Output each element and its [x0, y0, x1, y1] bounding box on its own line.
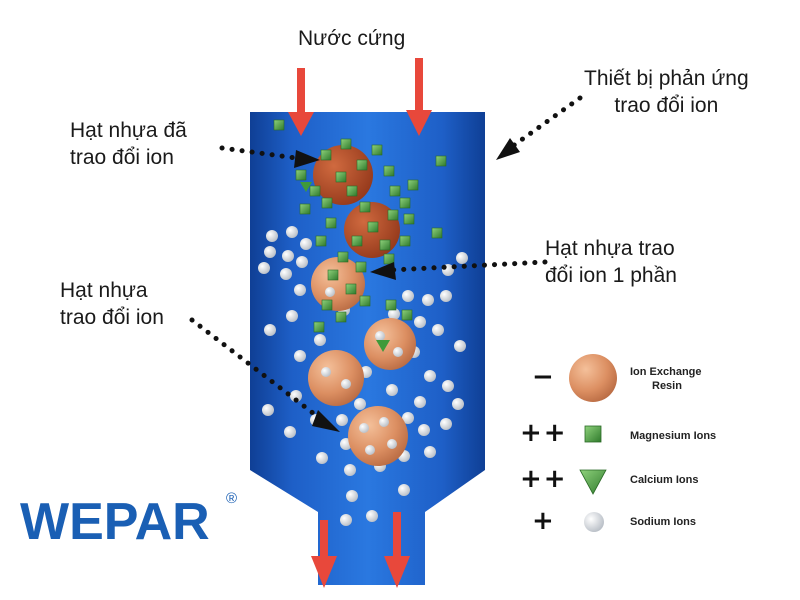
outlet-arrow-left — [311, 520, 337, 588]
exchanged-resin-label-line2: trao đổi ion — [70, 145, 174, 169]
resin-bead-partial — [311, 257, 365, 311]
resin-bead — [348, 406, 408, 466]
magnesium-ion-icon — [584, 425, 602, 443]
partial-resin-label-line2: đổi ion 1 phần — [545, 263, 677, 287]
device-label-line1: Thiết bị phản ứng — [584, 67, 749, 90]
partial-resin-label-line1: Hạt nhựa trao — [545, 237, 675, 260]
legend-sign-resin: − — [532, 362, 556, 392]
exchanged-resin-label-line1: Hạt nhựa đã — [70, 119, 187, 142]
pointer-arrowheads — [294, 138, 520, 432]
legend-sign-sodium: + — [532, 506, 556, 536]
calcium-ion-icon — [579, 469, 607, 495]
resin-bead — [308, 350, 364, 406]
resin-label-line1: Hạt nhựa — [60, 279, 148, 302]
resin-label: Hạt nhựa trao đổi ion — [60, 278, 164, 332]
inlet-arrow-right — [406, 58, 432, 136]
outlet-arrow-right — [384, 512, 410, 588]
partial-resin-label: Hạt nhựa trao đổi ion 1 phần — [545, 236, 677, 290]
pointer-lines — [189, 95, 583, 423]
exchanged-resin-label: Hạt nhựa đã trao đổi ion — [70, 118, 187, 172]
legend-sign-magnesium: ++ — [520, 418, 568, 448]
legend-label-resin-line1: Ion Exchange — [630, 366, 702, 378]
inlet-arrow-left — [288, 68, 314, 136]
magnesium-ions — [273, 119, 447, 333]
device-label-line2: trao đổi ion — [614, 93, 719, 117]
sodium-ion-icon — [584, 512, 604, 532]
legend-label-calcium: Calcium Ions — [630, 474, 699, 486]
legend-sign-calcium: ++ — [520, 464, 568, 494]
diagram-title: Nước cứng — [298, 27, 406, 50]
registered-mark: ® — [226, 490, 238, 507]
resin-label-line2: trao đổi ion — [60, 305, 164, 329]
legend-label-magnesium: Magnesium Ions — [630, 430, 717, 442]
legend-label-sodium: Sodium Ions — [630, 516, 696, 528]
legend-label-resin-line2: Resin — [652, 379, 682, 392]
calcium-ions — [300, 182, 390, 352]
brand-logo: WEPAR — [20, 493, 210, 551]
resin-bead-icon — [569, 354, 617, 402]
resin-bead — [364, 318, 416, 370]
device-label: Thiết bị phản ứng trao đổi ion — [584, 66, 749, 120]
legend-label-resin: Ion Exchange Resin — [630, 366, 702, 394]
bead-sodium-ions — [321, 287, 403, 455]
